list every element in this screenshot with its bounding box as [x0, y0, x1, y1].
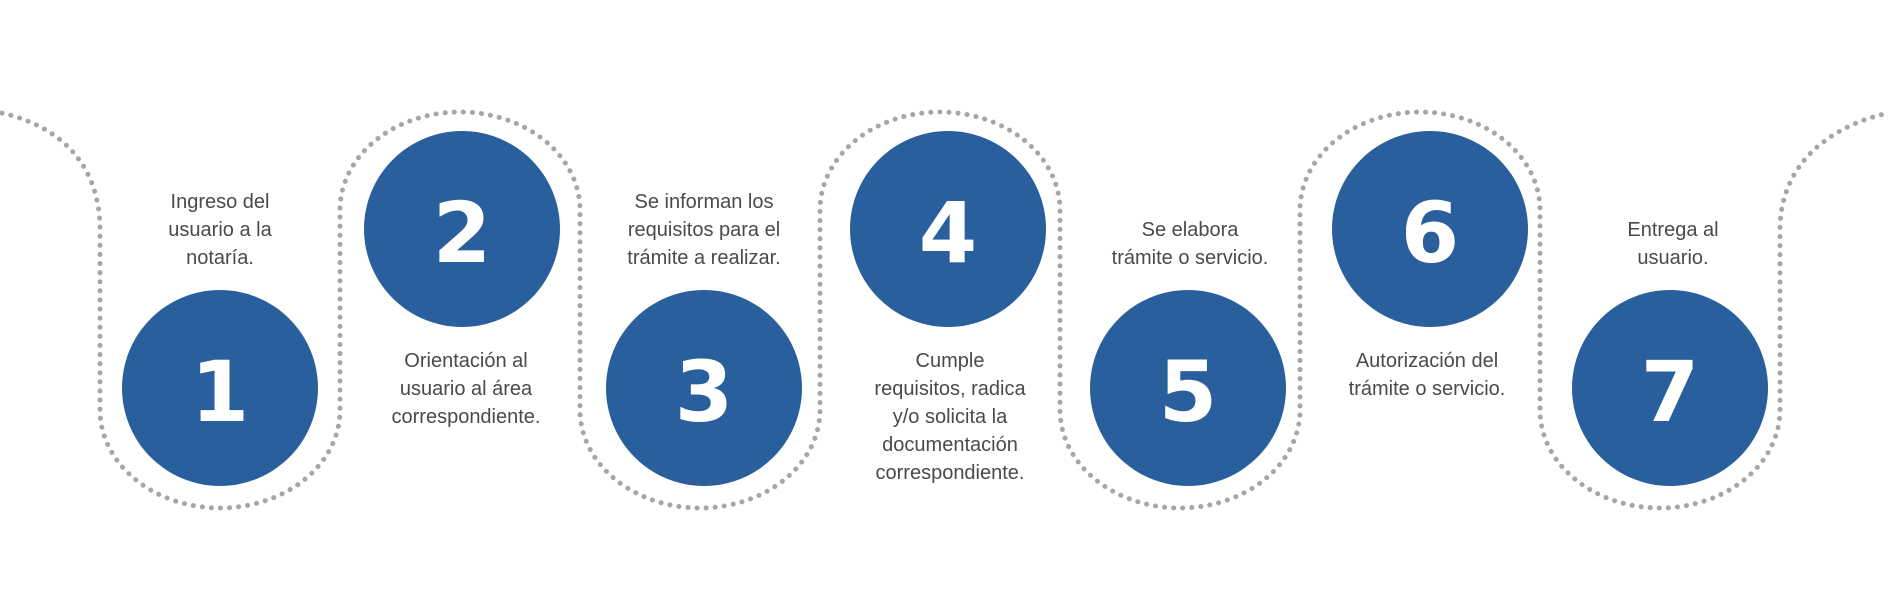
- step-7-description: Entrega al usuario.: [1627, 219, 1719, 269]
- step-4-circle: [850, 131, 1046, 327]
- step-2-number: 2: [433, 184, 491, 282]
- step-4-description: Cumple requisitos, radica y/o solicita l…: [874, 350, 1026, 484]
- step-1-description: Ingreso del usuario a la notaría.: [168, 191, 272, 269]
- step-5-number: 5: [1159, 343, 1217, 441]
- step-3-number: 3: [675, 343, 733, 441]
- step-5-description: Se elabora trámite o servicio.: [1111, 219, 1269, 269]
- step-7-circle: [1572, 290, 1768, 486]
- step-3-circle: [606, 290, 802, 486]
- step-2-description: Orientación al usuario al área correspon…: [391, 350, 541, 428]
- dotted-connector-path: [0, 109, 1890, 511]
- step-2-circle: [364, 131, 560, 327]
- step-6-number: 6: [1401, 184, 1459, 282]
- step-4-number: 4: [919, 184, 977, 282]
- step-5-circle: [1090, 290, 1286, 486]
- step-3-description: Se informan los requisitos para el trámi…: [627, 191, 781, 269]
- step-1-circle: [122, 290, 318, 486]
- step-6-circle: [1332, 131, 1528, 327]
- step-6-description: Autorización del trámite o servicio.: [1348, 350, 1506, 400]
- step-7-number: 7: [1641, 343, 1699, 441]
- step-1-number: 1: [191, 343, 249, 441]
